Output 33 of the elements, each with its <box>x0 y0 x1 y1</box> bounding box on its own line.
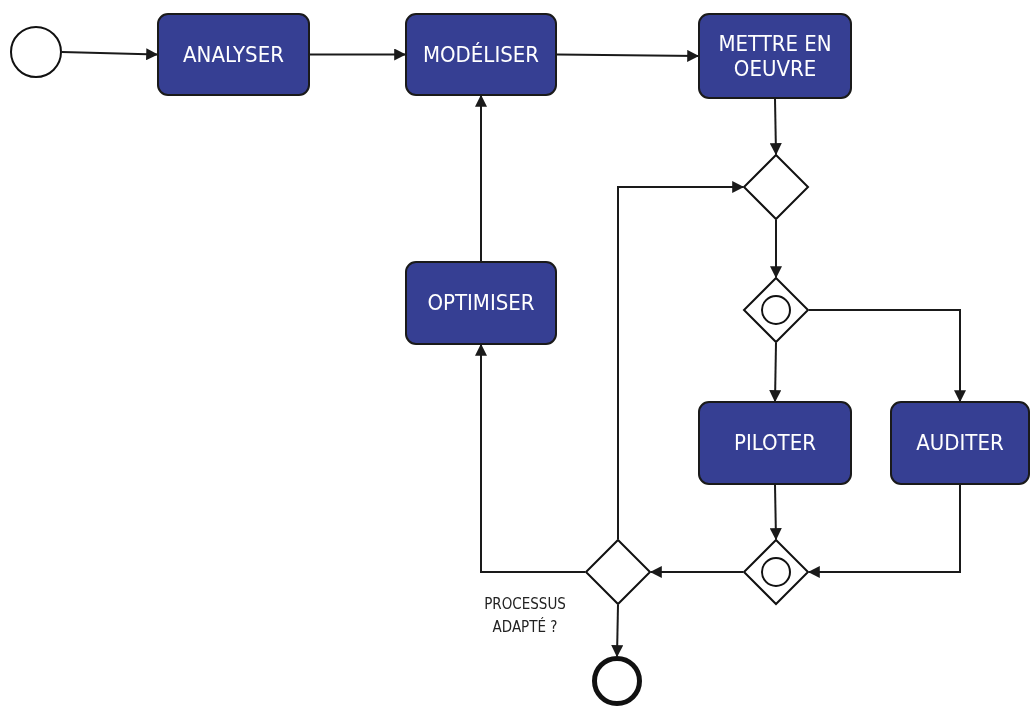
arrow <box>61 48 159 61</box>
gateway-diamond <box>743 154 809 220</box>
gateway-diamond <box>585 539 651 605</box>
process-label: OPTIMISER <box>426 290 536 316</box>
process-box <box>890 401 1030 485</box>
inclusive-gateway-diamond <box>743 277 809 343</box>
arrow <box>309 48 407 61</box>
arrow <box>617 181 745 540</box>
process-box <box>405 261 557 345</box>
process-box <box>405 13 557 96</box>
arrow <box>475 343 586 573</box>
process-box <box>157 13 310 96</box>
arrow <box>808 309 966 403</box>
arrow <box>769 484 782 541</box>
start-event-circle <box>10 26 62 78</box>
arrow <box>475 94 487 262</box>
process-label: MODÉLISER <box>421 41 541 68</box>
inclusive-gateway-diamond <box>743 539 809 605</box>
arrow <box>611 604 624 658</box>
gateway-caption: PROCESSUS ADAPTÉ ? <box>483 594 567 638</box>
arrow <box>649 566 744 578</box>
arrow <box>556 49 700 62</box>
process-label: AUDITER <box>915 430 1005 456</box>
process-box <box>698 13 852 99</box>
process-label: ANALYSER <box>182 41 285 68</box>
process-label: METTRE EN OEUVRE <box>717 30 833 82</box>
process-label: PILOTER <box>733 430 817 456</box>
arrow <box>769 342 782 403</box>
arrow <box>769 98 782 156</box>
arrow <box>770 219 782 279</box>
process-box <box>698 401 852 485</box>
end-event-circle <box>592 656 642 706</box>
arrow <box>807 484 961 578</box>
